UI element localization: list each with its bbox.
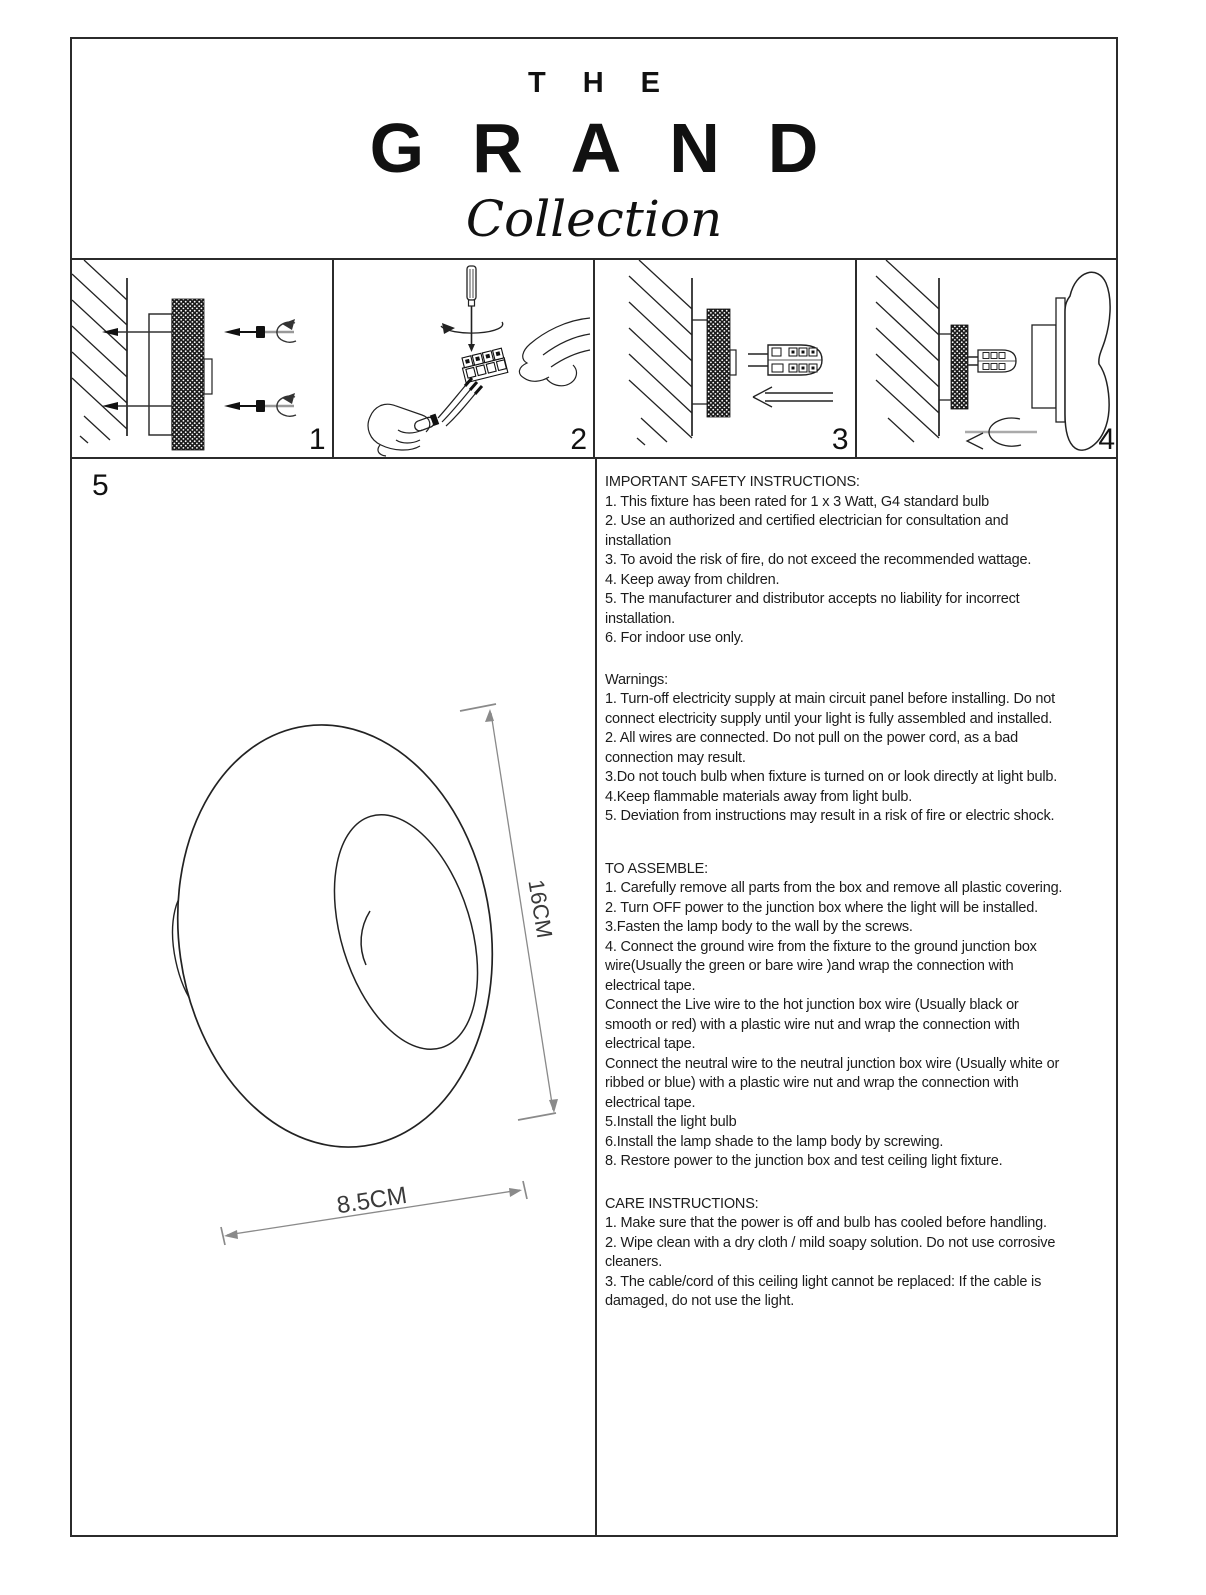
brand-line-the: THE xyxy=(528,67,697,99)
step-2-cell: 2 xyxy=(334,260,595,457)
text-line: 6. For indoor use only. xyxy=(605,630,744,646)
text-line: 2. Use an authorized and certified elect… xyxy=(605,513,1009,529)
text-line: electrical tape. xyxy=(605,1036,696,1052)
text-line: 4. Connect the ground wire from the fixt… xyxy=(605,938,1037,955)
brand-line-collection: Collection xyxy=(465,190,723,248)
document-border: THE GRAND Collection xyxy=(70,37,1118,1537)
care-heading: CARE INSTRUCTIONS: xyxy=(605,1195,759,1212)
step3-insert-bulb-illustration xyxy=(628,260,833,446)
lamp-shade xyxy=(1030,271,1111,451)
safety-heading: IMPORTANT SAFETY INSTRUCTIONS: xyxy=(605,474,860,490)
warnings-section: Warnings: 1. Turn-off electricity supply… xyxy=(605,671,1112,827)
right-hand xyxy=(518,317,590,387)
installed-bulb xyxy=(967,349,1017,373)
text-line: installation xyxy=(605,532,672,549)
text-line: 2. All wires are connected. Do not pull … xyxy=(605,730,1018,746)
text-line: 1. This fixture has been rated for 1 x 3… xyxy=(605,493,989,510)
text-line: 6.Install the lamp shade to the lamp bod… xyxy=(605,1133,944,1150)
inner-highlight-arc xyxy=(360,910,371,966)
step-number: 3 xyxy=(831,423,849,456)
screw-bottom-with-rotation xyxy=(224,393,297,417)
step1-screw-to-wall-illustration xyxy=(72,260,297,451)
text-line: 3.Fasten the lamp body to the wall by th… xyxy=(605,919,913,935)
step4-attach-shade-illustration xyxy=(875,260,1111,451)
step-1-cell: 1 xyxy=(72,260,334,457)
width-dimension: 8.5CM xyxy=(220,1180,528,1246)
socket-notch xyxy=(203,358,213,395)
care-body: 1. Make sure that the power is off and b… xyxy=(605,1214,1112,1312)
text-line: 1. Make sure that the power is off and b… xyxy=(605,1215,1047,1231)
lamp-dimension-drawing: 16CM 8.5CM xyxy=(171,703,558,1246)
lamp-base-knurled xyxy=(171,298,205,451)
step2-wire-connection-illustration xyxy=(366,265,590,457)
wall-hatching xyxy=(875,260,940,443)
text-line: 5. Deviation from instructions may resul… xyxy=(605,808,1055,824)
height-dimension-label: 16CM xyxy=(523,878,557,940)
text-line: wire(Usually the green or bare wire )and… xyxy=(605,958,1014,974)
screw-top-with-rotation xyxy=(224,319,297,343)
g4-bulb xyxy=(748,344,823,376)
text-line: smooth or red) with a plastic wire nut a… xyxy=(605,1016,1020,1033)
care-section: CARE INSTRUCTIONS: 1. Make sure that the… xyxy=(605,1195,1112,1312)
wall-hatching xyxy=(72,260,128,444)
text-line: Connect the neutral wire to the neutral … xyxy=(605,1055,1060,1072)
text-line: cleaners. xyxy=(605,1254,663,1270)
insert-arrow xyxy=(752,386,833,408)
text-line: 4. Keep away from children. xyxy=(605,571,780,588)
wires xyxy=(437,377,483,427)
text-line: electrical tape. xyxy=(605,1094,696,1111)
wall-hatching xyxy=(628,260,693,446)
rotation-arrow xyxy=(964,417,1037,450)
text-line: 3. The cable/cord of this ceiling light … xyxy=(605,1273,1042,1290)
rotation-arrow xyxy=(439,321,503,334)
text-line: damaged, do not use the light. xyxy=(605,1293,795,1309)
instructions-column: IMPORTANT SAFETY INSTRUCTIONS: 1. This f… xyxy=(597,459,1116,1535)
screwdriver xyxy=(465,265,477,352)
text-line: 1. Turn-off electricity supply at main c… xyxy=(605,691,1055,707)
warnings-body: 1. Turn-off electricity supply at main c… xyxy=(605,690,1112,827)
left-hand xyxy=(366,403,430,457)
step-number: 1 xyxy=(308,423,326,456)
text-line: Connect the Live wire to the hot junctio… xyxy=(605,997,1019,1013)
shade-inner-recess xyxy=(333,813,479,1051)
step-3-cell: 3 xyxy=(595,260,857,457)
safety-section: IMPORTANT SAFETY INSTRUCTIONS: 1. This f… xyxy=(605,473,1112,649)
lamp-base-knurled xyxy=(706,308,731,418)
text-line: 2. Turn OFF power to the junction box wh… xyxy=(605,899,1038,916)
socket-notch xyxy=(729,349,737,376)
text-line: connection may result. xyxy=(605,749,746,766)
assembly-steps-row: 1 xyxy=(72,260,1116,459)
text-line: ribbed or blue) with a plastic wire nut … xyxy=(605,1075,1019,1091)
text-line: connect electricity supply until your li… xyxy=(605,710,1053,727)
text-line: 2. Wipe clean with a dry cloth / mild so… xyxy=(605,1234,1056,1251)
assemble-body: 1. Carefully remove all parts from the b… xyxy=(605,879,1112,1172)
step-number: 4 xyxy=(1098,423,1115,456)
text-line: 3.Do not touch bulb when fixture is turn… xyxy=(605,769,1058,785)
screws-through-wall xyxy=(102,328,172,410)
step-number: 2 xyxy=(570,423,587,456)
main-content-row: 5 xyxy=(72,459,1116,1535)
step-number: 5 xyxy=(92,469,109,502)
text-line: 4.Keep flammable materials away from lig… xyxy=(605,788,913,805)
text-line: 8. Restore power to the junction box and… xyxy=(605,1153,1003,1169)
width-dimension-label: 8.5CM xyxy=(335,1182,409,1219)
text-line: 5.Install the light bulb xyxy=(605,1114,737,1130)
lamp-base-knurled xyxy=(950,324,968,410)
text-line: 1. Carefully remove all parts from the b… xyxy=(605,880,1063,896)
text-line: 3. To avoid the risk of fire, do not exc… xyxy=(605,552,1032,568)
text-line: 5. The manufacturer and distributor acce… xyxy=(605,591,1020,607)
brand-line-grand: GRAND xyxy=(369,109,867,187)
terminal-block xyxy=(460,347,508,384)
brand-header: THE GRAND Collection xyxy=(72,39,1116,260)
assemble-heading: TO ASSEMBLE: xyxy=(605,860,708,877)
dimension-drawing-cell: 5 xyxy=(72,459,597,1535)
step-4-cell: 4 xyxy=(857,260,1117,457)
safety-body: 1. This fixture has been rated for 1 x 3… xyxy=(605,493,1112,649)
lamp-isometric-view xyxy=(171,724,494,1148)
warnings-heading: Warnings: xyxy=(605,671,668,688)
assemble-section: TO ASSEMBLE: 1. Carefully remove all par… xyxy=(605,860,1112,1172)
text-line: installation. xyxy=(605,610,675,627)
text-line: electrical tape. xyxy=(605,977,696,994)
